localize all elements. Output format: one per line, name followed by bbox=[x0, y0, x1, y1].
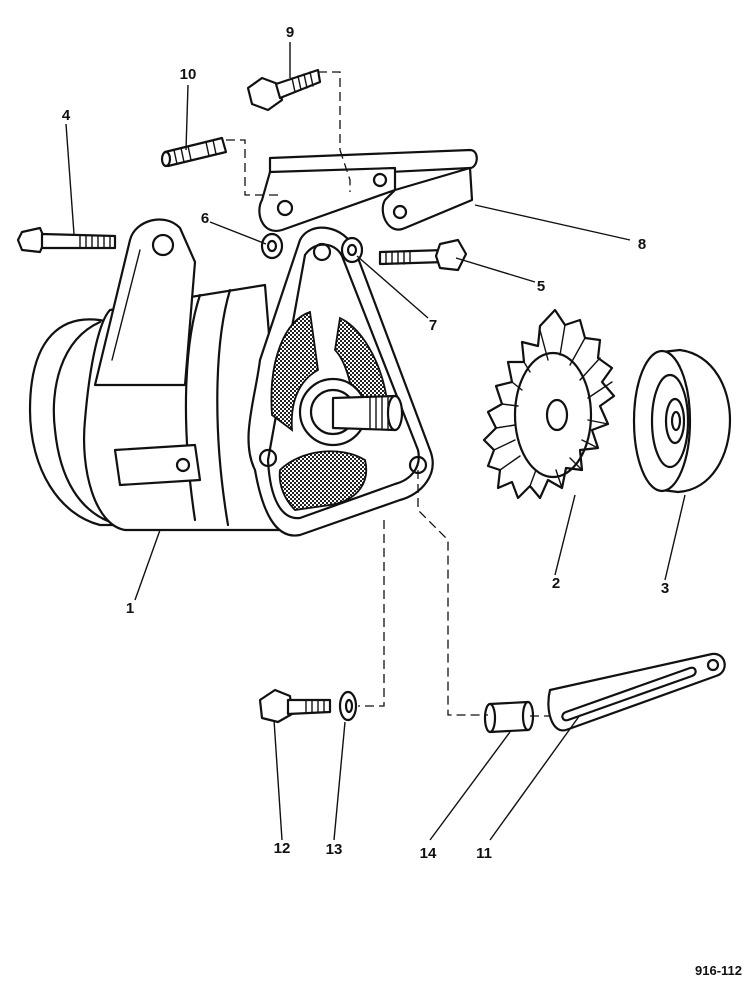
callout-12: 12 bbox=[274, 840, 291, 857]
bolt-4 bbox=[16, 226, 117, 254]
callout-10: 10 bbox=[180, 66, 197, 83]
callout-5: 5 bbox=[537, 278, 545, 295]
callout-7: 7 bbox=[429, 317, 437, 334]
washer-6 bbox=[260, 232, 284, 260]
stud-10 bbox=[160, 136, 228, 168]
leader-lines bbox=[65, 42, 686, 841]
pulley bbox=[632, 348, 732, 494]
callout-8: 8 bbox=[638, 236, 646, 253]
callout-9: 9 bbox=[286, 24, 294, 41]
callout-4: 4 bbox=[62, 107, 71, 124]
callout-1: 1 bbox=[126, 600, 134, 617]
callout-labels: 1 2 3 4 5 6 7 8 9 10 11 12 13 14 bbox=[62, 24, 669, 862]
alternator-body bbox=[28, 218, 434, 537]
callout-3: 3 bbox=[661, 580, 669, 597]
figure-reference-code: 916-112 bbox=[695, 963, 742, 978]
bolt-5 bbox=[378, 238, 468, 272]
callout-11: 11 bbox=[476, 845, 492, 862]
callout-6: 6 bbox=[201, 210, 209, 227]
bolt-12 bbox=[258, 688, 332, 724]
callout-13: 13 bbox=[326, 841, 343, 858]
assembly-lines bbox=[226, 71, 550, 717]
spacer-sleeve bbox=[483, 700, 535, 734]
cooling-fan bbox=[482, 308, 616, 500]
washer-13 bbox=[338, 690, 358, 722]
adjusting-link bbox=[547, 652, 726, 732]
mounting-bracket bbox=[258, 148, 478, 233]
callout-14: 14 bbox=[420, 845, 437, 862]
bolt-9 bbox=[246, 68, 322, 112]
callout-2: 2 bbox=[552, 575, 560, 592]
